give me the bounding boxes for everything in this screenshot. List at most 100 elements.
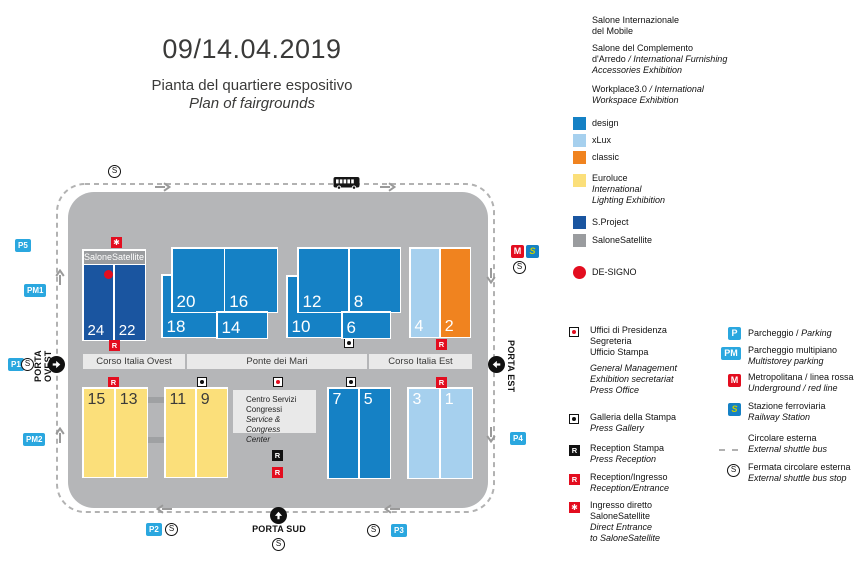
shuttle-direction-arrow	[52, 426, 65, 443]
salonesatellite-block-header: SaloneSatellite	[83, 250, 145, 264]
hall-number-16: 16	[229, 291, 249, 311]
legend-line: Ufficio Stampa	[590, 347, 649, 357]
hall-20: 20	[172, 248, 224, 312]
hall-number-8: 8	[353, 291, 364, 311]
legend-entry-railway: Stazione ferroviaria Railway Station	[748, 401, 826, 423]
reception-entrance-icon: R	[436, 339, 447, 350]
page-title-english: Plan of fairgrounds	[189, 95, 315, 112]
gate-label-east: PORTA EST	[506, 339, 516, 393]
legend-line-part: Parcheggio /	[748, 328, 799, 338]
legend-line: Segreteria	[590, 336, 632, 346]
congress-centre-box: Centro Servizi Congressi Service & Congr…	[233, 390, 316, 444]
legend-entry-shuttle-stop: Fermata circolare esterna External shutt…	[748, 462, 851, 484]
shuttle-stop-icon: S	[165, 523, 178, 536]
parking-badge-p4: P4	[510, 432, 526, 445]
euroluce-color-swatch	[573, 174, 586, 187]
legend-line: Fermata circolare esterna	[748, 462, 851, 472]
management-offices-icon	[273, 377, 283, 387]
hall-number-22: 22	[118, 321, 136, 339]
hall-15: 15	[83, 388, 115, 477]
hall-number-6: 6	[346, 317, 356, 337]
legend-line: Stazione ferroviaria	[748, 401, 826, 411]
metro-icon: M	[728, 374, 741, 387]
shuttle-direction-arrow	[486, 427, 499, 444]
reception-entrance-icon: R	[569, 474, 580, 485]
exhibition-title-complemento: Salone del Complemento d'Arredo / Intern…	[592, 43, 727, 76]
shuttle-stop-icon: S	[108, 165, 121, 178]
shuttle-direction-arrow	[155, 179, 172, 192]
de-signo-dot-swatch	[573, 266, 586, 279]
sproject-color-swatch	[573, 216, 586, 229]
railway-station-icon: S	[728, 403, 741, 416]
hall-11: 11	[165, 388, 196, 477]
multistorey-parking-icon: PM	[721, 347, 741, 360]
press-gallery-icon	[346, 377, 356, 387]
shuttle-stop-icon: S	[727, 464, 740, 477]
hall-number-2: 2	[444, 317, 454, 335]
hall-number-10: 10	[291, 316, 311, 336]
gate-arrow-icon-south	[270, 507, 287, 524]
page-title-italian: Pianta del quartiere espositivo	[151, 77, 353, 94]
salonesatellite-color-swatch	[573, 234, 586, 247]
hall-block-4-2: 4 2	[409, 247, 471, 338]
congress-centre-line-en: Service & Congress	[246, 415, 281, 434]
shuttle-direction-arrow	[52, 268, 65, 285]
event-dates: 09/14.04.2019	[162, 34, 342, 64]
hall-number-12: 12	[302, 291, 322, 311]
legend-line: External shuttle bus	[748, 444, 828, 454]
legend-line: Ingresso diretto	[590, 500, 653, 510]
title-block: 09/14.04.2019 Pianta del quartiere espos…	[90, 34, 414, 112]
hall-number-5: 5	[363, 390, 373, 408]
management-offices-icon	[569, 327, 579, 337]
key-label-sproject: S.Project	[592, 217, 629, 227]
hall-2: 2	[440, 248, 470, 337]
parking-badge-p2: P2	[146, 523, 162, 536]
legend-entry-reception-entrance: Reception/Ingresso Reception/Entrance	[590, 472, 669, 494]
key-label-euroluce: Euroluce International Lighting Exhibiti…	[592, 173, 665, 206]
press-reception-icon: R	[569, 445, 580, 456]
exhibition-title-mobile: Salone Internazionale del Mobile	[592, 15, 679, 37]
hall-9: 9	[196, 388, 227, 477]
legend-line: Parcheggio multipiano	[748, 345, 838, 355]
shuttle-stop-icon: S	[21, 358, 34, 371]
shuttle-direction-arrow	[380, 179, 397, 192]
gate-label-south: PORTA SUD	[252, 524, 306, 534]
reception-entrance-icon: R	[108, 377, 119, 388]
hall-13: 13	[115, 388, 147, 477]
shuttle-direction-arrow	[383, 504, 400, 517]
legend-line: to SaloneSatellite	[590, 533, 661, 543]
congress-centre-line-en: Center	[246, 435, 271, 444]
key-label-xlux: xLux	[592, 135, 612, 145]
legend-line: Workplace3.0 / International	[592, 84, 704, 95]
salonesatellite-block: SaloneSatellite 24 22	[82, 249, 146, 341]
reception-entrance-icon: R	[436, 377, 447, 388]
legend-line-part: Parking	[801, 328, 832, 338]
hall-22: 22	[114, 265, 145, 340]
legend-line: Workspace Exhibition	[592, 95, 679, 105]
shuttle-bus-icon	[333, 176, 360, 195]
legend-line: Multistorey parking	[748, 356, 824, 366]
key-label-classic: classic	[592, 152, 620, 162]
press-reception-icon: R	[272, 450, 283, 461]
hall-12: 12	[298, 248, 349, 312]
parking-icon: P	[728, 327, 741, 340]
key-label-de-signo: DE-SIGNO	[592, 267, 637, 277]
legend-line: Reception/Ingresso	[590, 472, 668, 482]
hall-number-15: 15	[87, 390, 106, 408]
parking-badge-p1: P1	[8, 358, 24, 371]
de-signo-dot	[104, 270, 113, 279]
reception-entrance-icon: R	[272, 467, 283, 478]
gate-label-west: PORTA OVEST	[33, 350, 53, 382]
hall-16: 16	[225, 248, 277, 312]
satellite-direct-entrance-icon: ✱	[569, 502, 580, 513]
hall-6: 6	[341, 311, 391, 339]
hall-4: 4	[410, 248, 440, 337]
legend-line: Press Gallery	[590, 423, 645, 433]
legend-line-part: / International Furnishing	[628, 54, 728, 64]
hall-3: 3	[408, 388, 440, 478]
hall-number-11: 11	[169, 390, 187, 408]
multistorey-parking-badge-pm2: PM2	[23, 433, 46, 446]
metro-icon: M	[511, 245, 524, 258]
legend-line: Euroluce	[592, 173, 628, 183]
legend-line: General Management	[590, 363, 678, 373]
